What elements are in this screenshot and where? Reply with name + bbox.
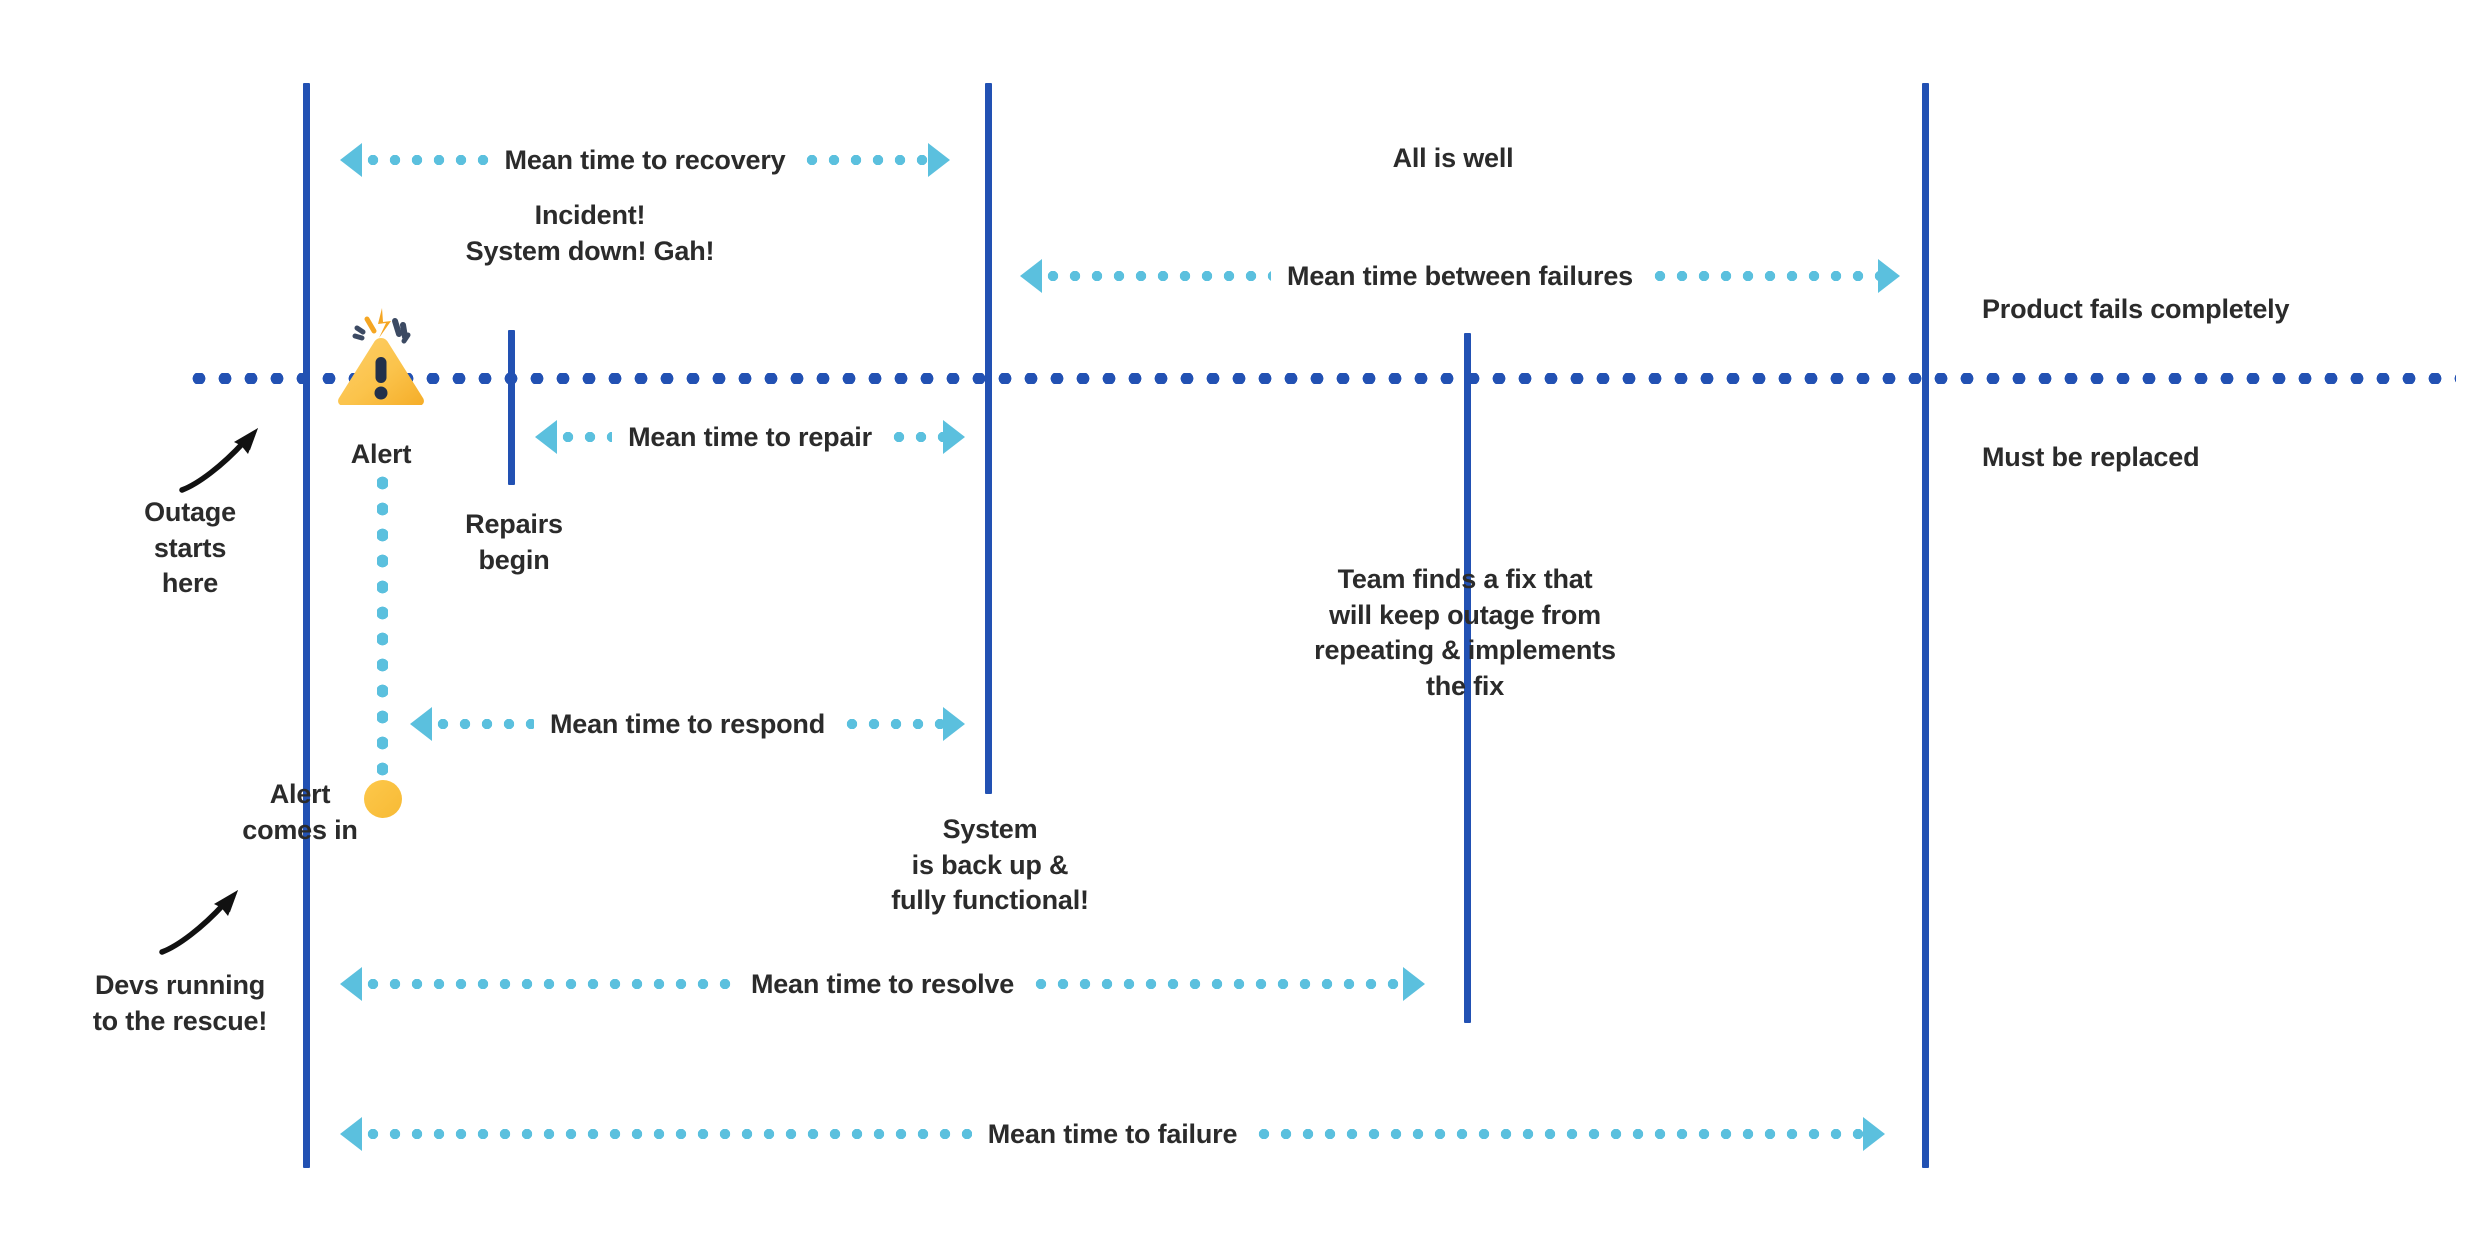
measure-dots-right	[841, 719, 943, 729]
measure-dots-left	[362, 155, 489, 165]
event-line-product-fails	[1922, 83, 1929, 1168]
note-all-is-well: All is well	[1392, 143, 1514, 173]
note-product-fails-completely: Product fails completely	[1982, 294, 2290, 324]
arrowhead-left-icon	[340, 143, 362, 177]
measure-label: Mean time to respond	[549, 708, 826, 739]
arrowhead-left-icon	[410, 707, 432, 741]
measure-mean-time-between-failures: Mean time between failures	[1020, 256, 1900, 296]
note-devs-running-to-rescue: Devs running to the rescue!	[92, 970, 268, 1036]
measure-dots-right	[1030, 979, 1403, 989]
alert-dot-icon	[364, 780, 402, 818]
alert-connector-dots	[377, 470, 388, 790]
event-line-system-back-up	[985, 83, 992, 794]
arrowhead-right-icon	[943, 420, 966, 454]
arrowhead-right-icon	[1863, 1117, 1885, 1151]
measure-dots-left	[557, 432, 613, 442]
arrowhead-left-icon	[535, 420, 557, 454]
note-must-be-replaced: Must be replaced	[1982, 442, 2200, 472]
measure-label: Mean time to repair	[628, 421, 872, 452]
measure-mean-time-to-repair: Mean time to repair	[535, 417, 966, 457]
curved-arrow-icon-devs	[150, 880, 260, 965]
arrowhead-left-icon	[340, 967, 362, 1001]
note-system-back-up: System is back up & fully functional!	[891, 814, 1089, 916]
measure-label: Mean time to failure	[987, 1118, 1238, 1149]
note-alert-comes-in: Alert comes in	[242, 779, 358, 845]
note-alert: Alert	[350, 439, 412, 469]
measure-mean-time-to-recovery: Mean time to recovery	[340, 140, 951, 180]
measure-dots-right	[801, 155, 929, 165]
note-repairs-begin: Repairs begin	[465, 509, 563, 575]
note-outage-starts-here: Outage starts here	[144, 497, 236, 599]
measure-dots-right	[1253, 1129, 1863, 1139]
main-timeline-axis	[186, 373, 2456, 384]
arrowhead-left-icon	[1020, 259, 1042, 293]
event-line-repairs-begin	[508, 330, 515, 485]
arrowhead-right-icon	[1403, 967, 1425, 1001]
measure-label: Mean time to recovery	[504, 144, 786, 175]
warning-triangle-icon	[333, 305, 429, 406]
measure-mean-time-to-respond: Mean time to respond	[410, 704, 965, 744]
arrowhead-right-icon	[928, 143, 951, 177]
measure-label: Mean time between failures	[1287, 260, 1633, 291]
arrowhead-right-icon	[1878, 259, 1900, 293]
event-line-outage-start	[303, 83, 310, 1168]
measure-mean-time-to-failure: Mean time to failure	[340, 1114, 1885, 1154]
measure-dots-left	[362, 1129, 972, 1139]
measure-dots-left	[362, 979, 735, 989]
note-incident: Incident! System down! Gah!	[465, 200, 715, 266]
curved-arrow-icon-outage	[170, 418, 280, 503]
measure-dots-left	[1042, 271, 1272, 281]
event-line-fix-implemented	[1464, 333, 1471, 1023]
arrowhead-left-icon	[340, 1117, 362, 1151]
measure-dots-left	[432, 719, 534, 729]
measure-mean-time-to-resolve: Mean time to resolve	[340, 964, 1425, 1004]
arrowhead-right-icon	[943, 707, 965, 741]
measure-dots-right	[887, 432, 944, 442]
measure-dots-right	[1648, 271, 1878, 281]
measure-label: Mean time to resolve	[750, 968, 1015, 999]
note-team-finds-fix: Team finds a fix that will keep outage f…	[1314, 564, 1616, 701]
